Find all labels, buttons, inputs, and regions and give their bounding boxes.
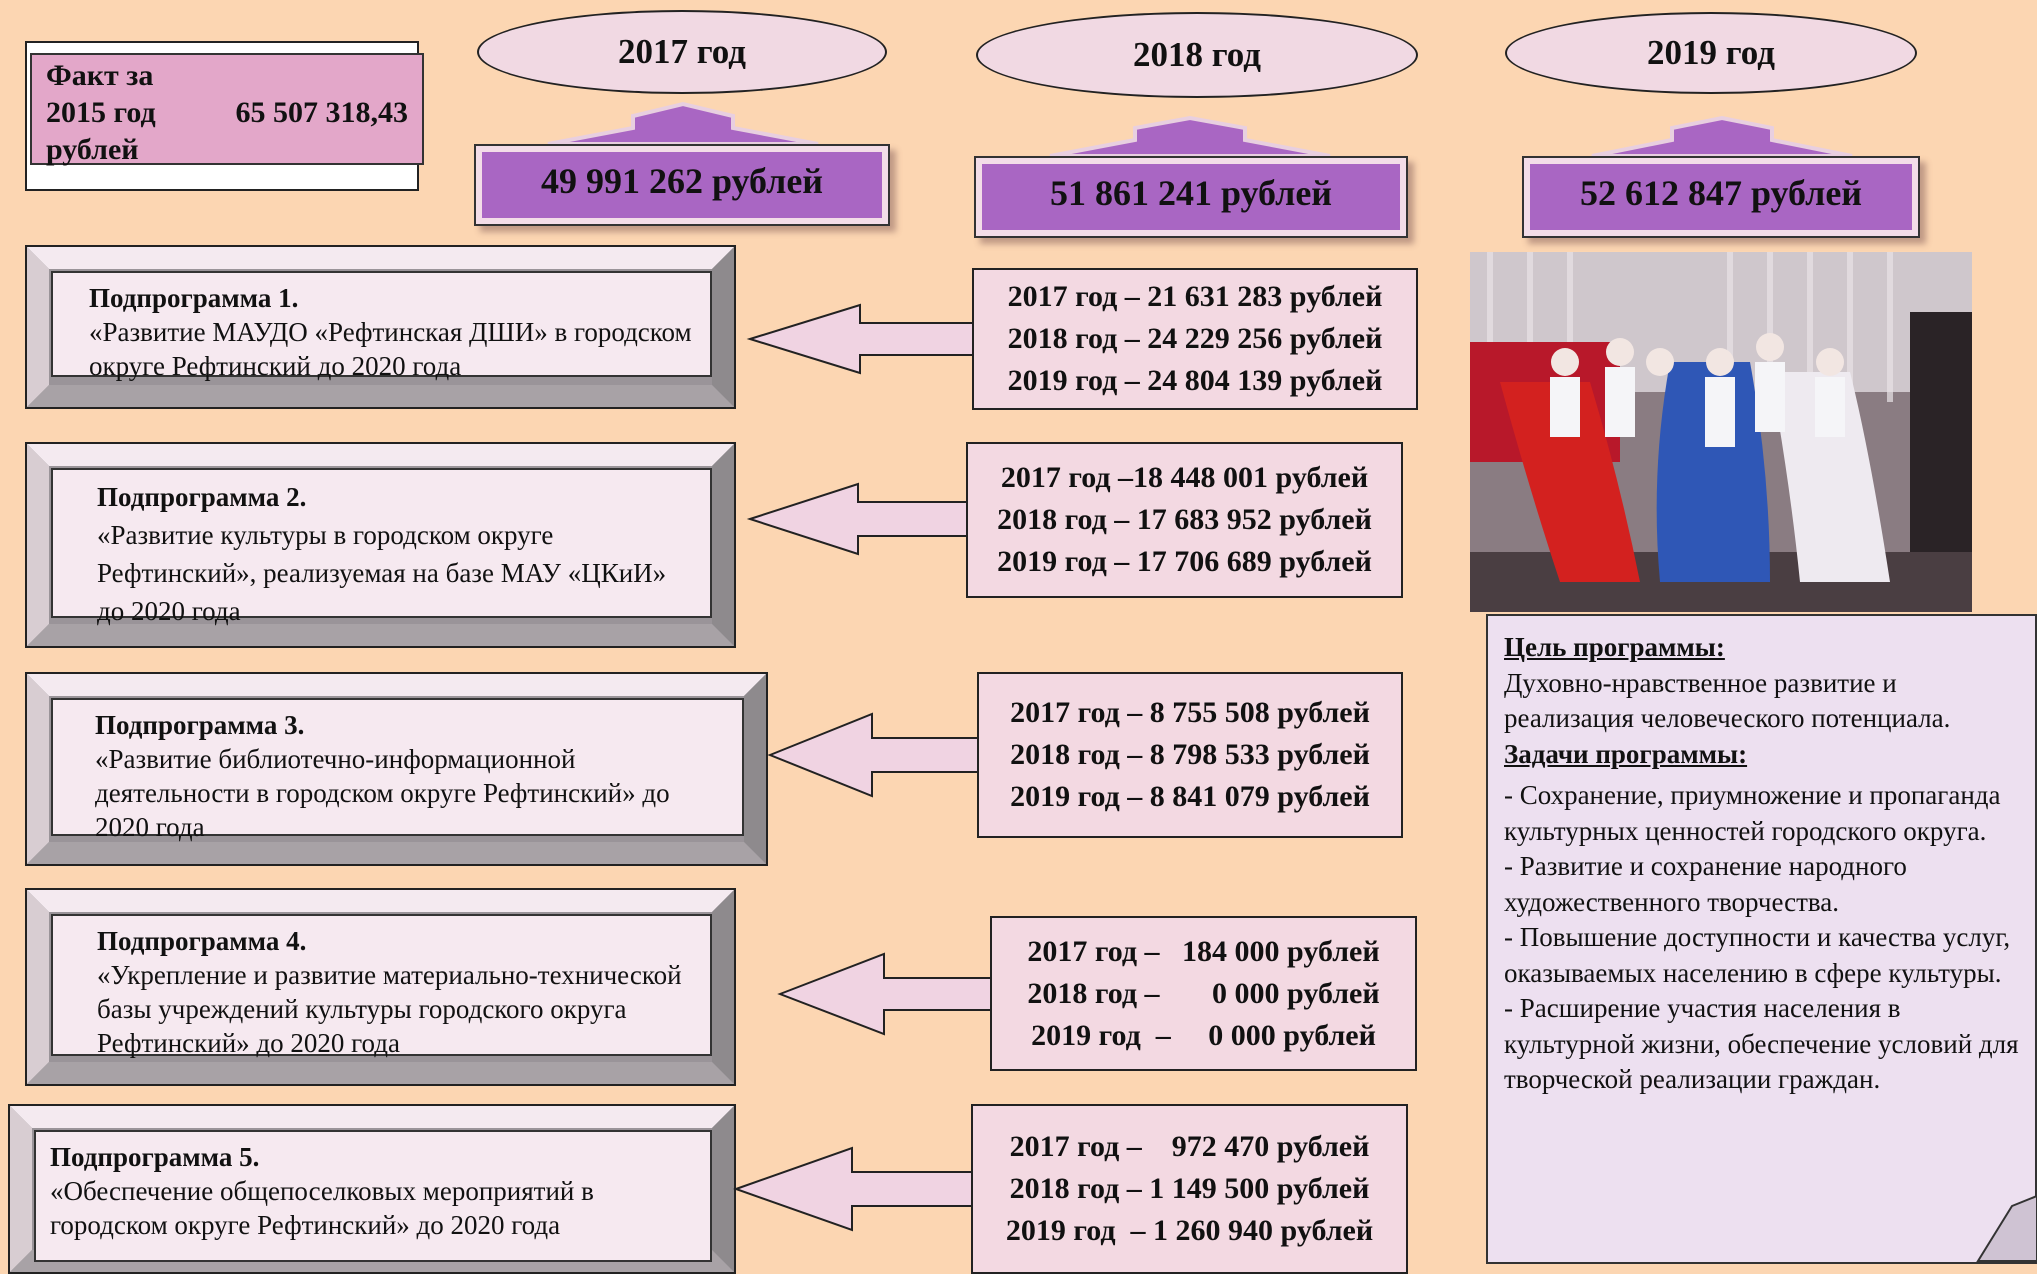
total-2019: 52 612 847 рублей [1522,156,1920,238]
subprogram-3-box: Подпрограмма 3. «Развитие библиотечно-ин… [25,672,768,866]
up-arrow-2018 [1049,115,1331,158]
fact-year: 2015 год [46,96,156,129]
total-2017: 49 991 262 рублей [474,144,890,226]
subprogram-1-title: Подпрограмма 1. [89,283,299,313]
fact-box: Факт за 2015 год 65 507 318,43 рублей [30,53,424,166]
subprogram-3-title: Подпрограмма 3. [95,710,305,740]
subprogram-4-title: Подпрограмма 4. [97,926,307,956]
goal-header: Цель программы: [1504,632,1725,662]
year-ellipse-2017: 2017 год [477,10,887,94]
subprogram-3-text: «Развитие библиотечно-информационной дея… [95,744,670,842]
left-arrow-4 [777,952,995,1036]
subprogram-5-box: Подпрограмма 5. «Обеспечение общепоселко… [8,1104,736,1274]
dancers-photo [1470,252,1972,612]
task-item: - Повышение доступности и качества услуг… [1504,922,2011,988]
fact-unit: рублей [46,133,139,166]
subprogram-4-text: «Укрепление и развитие материально-техни… [97,960,682,1058]
fact-line1: Факт за [46,59,154,92]
task-item: - Расширение участия населения в культур… [1504,993,2019,1094]
tasks-header: Задачи программы: [1504,738,1748,769]
subprogram-5-title: Подпрограмма 5. [50,1142,260,1172]
subprogram-4-box: Подпрограмма 4. «Укрепление и развитие м… [25,888,736,1086]
left-arrow-1 [746,303,975,375]
task-item: - Развитие и сохранение народного художе… [1504,851,1907,917]
subprogram-1-box: Подпрограмма 1. «Развитие МАУДО «Рефтинс… [25,245,736,409]
up-arrow-2019 [1591,115,1853,158]
year-ellipse-2018: 2018 год [976,12,1418,98]
goal-text: Духовно-нравственное развитие и реализац… [1504,667,1951,734]
left-arrow-2 [746,482,971,556]
fact-amount: 65 507 318,43 [235,96,409,129]
subprogram-2-box: Подпрограмма 2. «Развитие культуры в гор… [25,442,736,648]
up-arrow-2017 [547,101,819,146]
left-arrow-5 [732,1146,975,1232]
subprogram-5-text: «Обеспечение общепоселковых мероприятий … [50,1176,594,1240]
goals-panel: Цель программы: Духовно-нравственное раз… [1486,614,2037,1264]
subprogram-2-title: Подпрограмма 2. [97,482,307,512]
left-arrow-3 [767,712,981,798]
subprogram-2-text: «Развитие культуры в городском округе Ре… [97,520,667,626]
year-ellipse-2019: 2019 год [1505,12,1917,94]
page-curl-icon [1976,1194,2037,1262]
total-2018: 51 861 241 рублей [974,156,1408,238]
task-item: - Сохранение, приумножение и пропаганда … [1504,780,2001,846]
subprogram-1-text: «Развитие МАУДО «Рефтинская ДШИ» в город… [89,317,692,381]
